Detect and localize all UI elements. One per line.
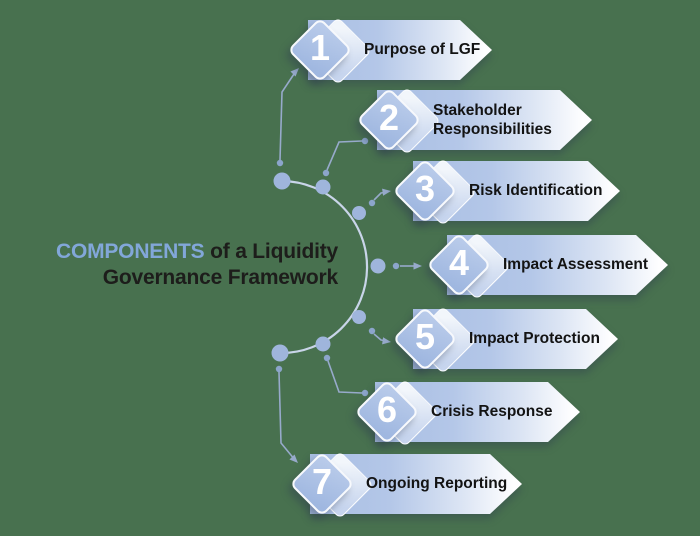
- item-label: Crisis Response: [431, 403, 553, 421]
- hub-dot: [315, 179, 331, 195]
- connector-line-1: [279, 70, 297, 161]
- connector-dot: [323, 354, 331, 362]
- title-highlight: COMPONENTS: [55, 240, 205, 263]
- item-label: Risk Identification: [469, 182, 603, 200]
- arrowhead-icon: [382, 188, 391, 196]
- hub-dot: [352, 310, 366, 324]
- component-item-2: 2 Stakeholder Responsibilities: [353, 84, 598, 156]
- title-line2: Governance Framework: [102, 266, 338, 289]
- arrowhead-icon: [413, 262, 422, 270]
- title-rest: of a Liquidity: [210, 240, 338, 263]
- item-label: Impact Assessment: [503, 256, 649, 274]
- item-number: 2: [378, 97, 400, 138]
- hub-dot: [273, 172, 291, 190]
- connector-line-7: [278, 371, 296, 461]
- connector-dot: [275, 365, 283, 373]
- item-number: 1: [309, 27, 331, 68]
- connector-dot: [368, 327, 376, 335]
- item-label: Ongoing Reporting: [366, 475, 508, 493]
- component-item-3: 3 Risk Identification: [389, 155, 626, 227]
- arrowhead-icon: [289, 454, 298, 463]
- arrowhead-icon: [290, 68, 299, 77]
- hub-dot: [370, 258, 386, 274]
- connector-dot: [276, 159, 284, 167]
- connector-end-dot: [361, 137, 369, 145]
- component-item-1: 1 Purpose of LGF: [284, 14, 498, 86]
- connector-end-dot: [361, 389, 369, 397]
- item-number: 4: [448, 242, 470, 283]
- component-item-5: 5 Impact Protection: [389, 303, 624, 375]
- connector-line-2: [326, 140, 363, 171]
- item-label: Purpose of LGF: [364, 41, 481, 59]
- hub-dot: [352, 206, 366, 220]
- component-item-4: 4 Impact Assessment: [423, 229, 674, 301]
- item-number: 6: [376, 389, 398, 430]
- connector-dot: [392, 262, 400, 270]
- item-label: Impact Protection: [469, 330, 600, 348]
- arrowhead-icon: [382, 337, 391, 345]
- item-number: 3: [414, 168, 436, 209]
- component-item-6: 6 Crisis Response: [351, 376, 586, 448]
- connector-line-6: [327, 360, 363, 394]
- hub-dot: [315, 336, 331, 352]
- item-label: Stakeholder Responsibilities: [433, 101, 552, 138]
- component-item-7: 7 Ongoing Reporting: [286, 448, 528, 520]
- connector-dot: [368, 199, 376, 207]
- hub-dot: [271, 344, 289, 362]
- item-number: 5: [414, 316, 436, 357]
- diagram-title: COMPONENTS of a Liquidity Governance Fra…: [30, 239, 338, 291]
- item-number: 7: [311, 461, 333, 502]
- connector-dot: [322, 169, 330, 177]
